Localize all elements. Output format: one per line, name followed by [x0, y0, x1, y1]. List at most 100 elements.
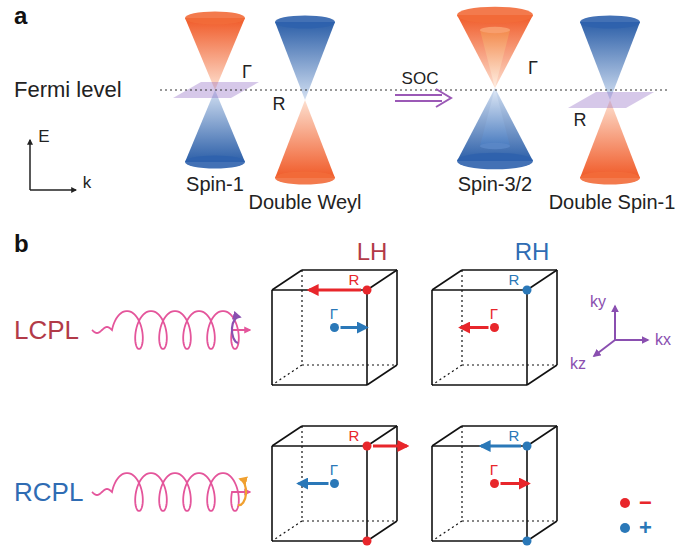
- k-axis-arrow: [615, 339, 648, 341]
- r-point-dot: [523, 442, 532, 451]
- k-axes: [594, 306, 648, 356]
- cube-edge: [272, 445, 367, 447]
- cube-edge: [367, 521, 397, 541]
- point-label: Γ: [330, 462, 338, 477]
- gamma-point-dot: [490, 323, 499, 332]
- current-arrow: [373, 445, 407, 448]
- cube-edge: [272, 540, 367, 542]
- brillouin-zone-cube: [272, 426, 407, 546]
- panel-label: b: [14, 232, 29, 256]
- cube-edge: [432, 289, 527, 291]
- gamma-point-dot: [490, 479, 499, 488]
- crossing-label: Double Weyl: [248, 192, 361, 212]
- point-label: Γ: [330, 306, 338, 321]
- point-label: Γ: [490, 306, 498, 321]
- cone-end: [275, 15, 335, 28]
- cone-end: [480, 27, 510, 34]
- cube-edge: [271, 446, 273, 541]
- cube-edge: [432, 445, 527, 447]
- cube-edge: [431, 446, 433, 541]
- hidden-edge: [301, 426, 302, 521]
- band-cone: [185, 18, 245, 90]
- r-point-dot: [363, 442, 372, 451]
- point-label: R: [349, 428, 360, 443]
- crossing-label: Spin-1: [186, 174, 244, 194]
- soc-arrow-head: [436, 89, 451, 107]
- cube-edge: [396, 426, 398, 521]
- fermi-level-line: [160, 89, 668, 90]
- cube-edge: [366, 290, 368, 385]
- point-label: R: [574, 111, 587, 129]
- axis-label: E: [38, 128, 49, 145]
- circularly-polarized-light: [92, 473, 250, 511]
- cube-edge: [432, 540, 527, 542]
- cone-end: [580, 171, 640, 184]
- cone-end: [275, 171, 335, 184]
- flat-band-plane: [568, 92, 654, 108]
- light-label: RCPL: [14, 479, 83, 505]
- axis-label: kz: [570, 356, 586, 372]
- cube-edge: [556, 426, 558, 521]
- chirality-label: RH: [515, 240, 550, 264]
- momentum-axis: [30, 189, 76, 191]
- current-arrow: [481, 445, 521, 448]
- soc-arrow-line: [395, 100, 442, 102]
- axis-label: k: [83, 174, 92, 191]
- gamma-point-dot: [330, 479, 339, 488]
- hidden-edge: [432, 365, 462, 385]
- helix-wave: [92, 311, 250, 349]
- crossing-label: Double Spin-1: [549, 192, 676, 212]
- hidden-edge: [302, 520, 397, 521]
- hidden-edge: [462, 520, 557, 521]
- crossing-label: Spin-3/2: [458, 174, 533, 194]
- hidden-edge: [462, 364, 557, 365]
- point-label: Γ: [490, 462, 498, 477]
- hidden-edge: [461, 426, 462, 521]
- point-label: R: [349, 272, 360, 287]
- cube-edge: [432, 384, 527, 386]
- cube-edge: [527, 270, 557, 290]
- brillouin-zone-cube: [432, 270, 557, 385]
- hidden-edge: [272, 521, 302, 541]
- hidden-edge: [432, 521, 462, 541]
- hidden-edge: [301, 270, 302, 365]
- legend-text: −: [639, 492, 652, 514]
- brillouin-zone-cube: [272, 270, 397, 385]
- legend-text: +: [639, 517, 652, 539]
- k-axis-arrow: [594, 340, 615, 356]
- cube-edge: [432, 270, 462, 290]
- circularly-polarized-light: [92, 311, 250, 349]
- band-cone: [580, 100, 640, 178]
- cube-edge: [272, 426, 302, 446]
- cube-edge: [367, 365, 397, 385]
- band-cone: [480, 88, 510, 146]
- cone-end: [480, 143, 510, 150]
- point-label: Γ: [528, 59, 538, 77]
- cone-end: [457, 153, 533, 170]
- chirality-label: LH: [357, 240, 388, 264]
- cone-end: [580, 15, 640, 28]
- cube-edge: [527, 521, 557, 541]
- cube-edge: [432, 426, 462, 446]
- handedness-arrow: [232, 317, 240, 343]
- band-art: [30, 7, 668, 190]
- soc-arrow-line: [395, 94, 442, 96]
- r-point-dot: [523, 286, 532, 295]
- r-point-dot: [523, 537, 532, 546]
- axis-label: ky: [590, 294, 606, 310]
- brillouin-zone-cube: [432, 426, 557, 546]
- soc-label: SOC: [402, 70, 439, 87]
- cube-edge: [396, 270, 398, 365]
- cube-edge: [272, 270, 302, 290]
- point-label: R: [273, 95, 286, 113]
- cube-edge: [556, 270, 558, 365]
- cube-edge: [366, 446, 368, 541]
- k-axis-arrow: [614, 306, 616, 340]
- fermi-level-label: Fermi level: [14, 79, 122, 101]
- r-point-dot: [363, 537, 372, 546]
- cone-end: [185, 155, 245, 168]
- axis-label: kx: [655, 332, 671, 348]
- current-arrow: [341, 326, 367, 329]
- cube-edge: [431, 290, 433, 385]
